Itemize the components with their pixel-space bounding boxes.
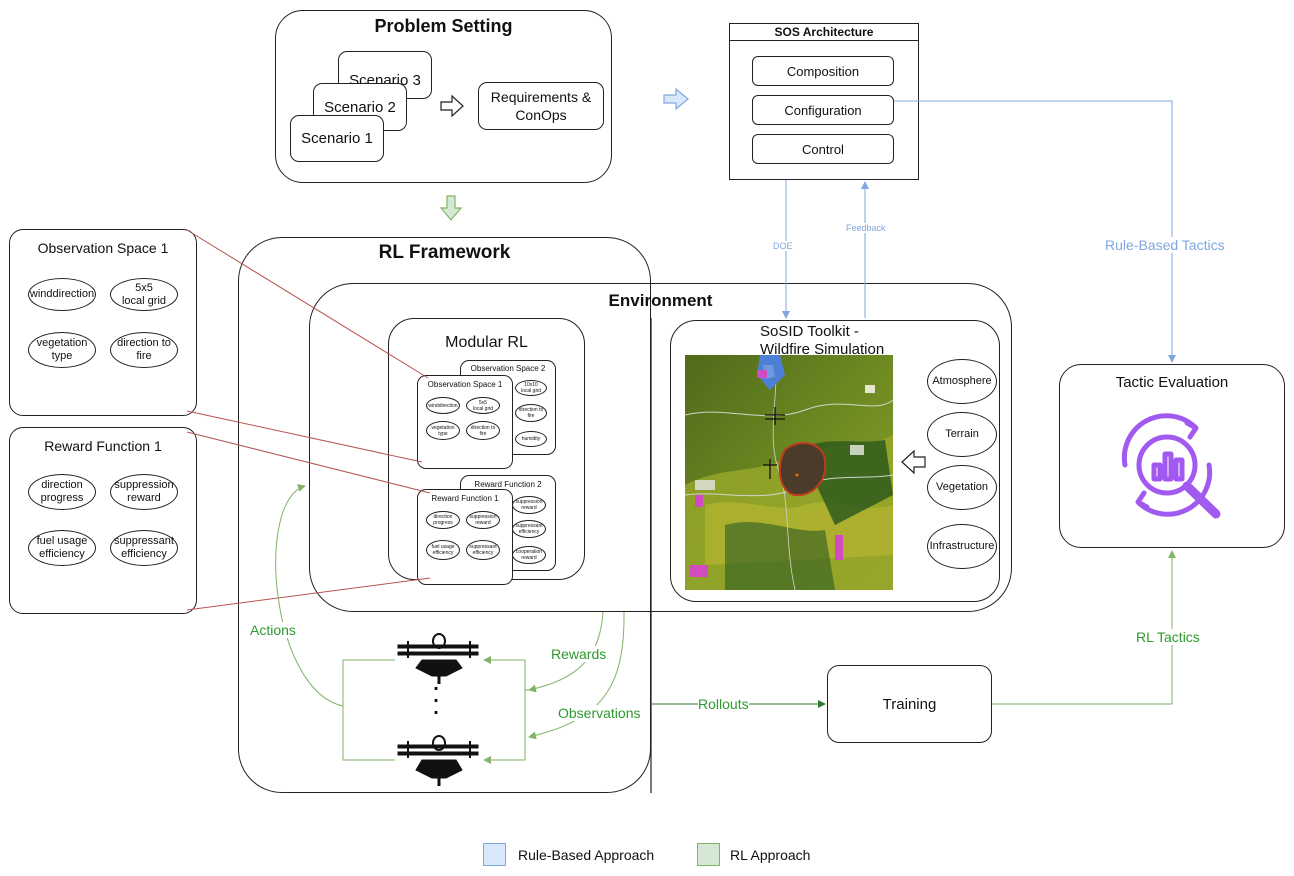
scenario-1-label: Scenario 1 — [301, 130, 373, 147]
obs-winddirection-item: winddirection — [28, 278, 96, 311]
obs1-direction-item: direction to fire — [466, 421, 500, 440]
reward-function-panel — [9, 427, 197, 614]
observation-space-2-title: Observation Space 2 — [470, 364, 546, 373]
wildfire-map — [685, 355, 893, 590]
rew2-suppressant-item: suppressant efficiency — [512, 520, 546, 538]
layer-infrastructure-item: Infrastructure — [927, 524, 997, 569]
reward-suppression-item: suppression reward — [110, 474, 178, 510]
obs-vegetation-type-item: vegetation type — [28, 332, 96, 368]
problem-to-sos-arrow — [663, 87, 689, 111]
drone-ellipsis: . . . — [433, 673, 439, 719]
problem-setting-title: Problem Setting — [374, 16, 513, 36]
reward-function-title: Reward Function 1 — [44, 438, 162, 454]
rew1-direction-item: direction progress — [426, 511, 460, 529]
obs1-local-grid-item: 5x5 local grid — [466, 397, 500, 414]
reward-function-2-title: Reward Function 2 — [474, 480, 542, 489]
obs-direction-to-fire-item: direction to fire — [110, 332, 178, 368]
layer-vegetation-item: Vegetation — [927, 465, 997, 510]
legend-rl-label: RL Approach — [730, 847, 811, 863]
reward-function-1-card — [417, 489, 513, 585]
obs-local-grid-item: 5x5 local grid — [110, 278, 178, 311]
scenario-2-label: Scenario 2 — [324, 98, 396, 116]
requirements-label: Requirements & ConOps — [490, 89, 592, 123]
composition-label: Composition — [786, 63, 860, 79]
rew2-suppression-item: suppression reward — [512, 496, 546, 514]
configuration-card: Configuration — [752, 95, 894, 125]
obs2-humidity-item: humidity — [515, 431, 547, 447]
requirements-card: Requirements & ConOps — [478, 82, 604, 130]
sos-architecture-title: SOS Architecture — [774, 25, 874, 39]
rl-tactics-label: RL Tactics — [1136, 629, 1200, 645]
reward-direction-progress-item: direction progress — [28, 474, 96, 510]
configuration-label: Configuration — [784, 102, 862, 118]
reward-function-1-title: Reward Function 1 — [431, 494, 499, 503]
rl-framework-title: RL Framework — [378, 242, 511, 263]
actions-label: Actions — [250, 622, 296, 638]
observation-space-title: Observation Space 1 — [37, 240, 169, 256]
legend-rule-based-swatch — [483, 843, 506, 866]
problem-to-rl-arrow — [439, 195, 463, 221]
composition-card: Composition — [752, 56, 894, 86]
obs1-vegetation-item: vegetation type — [426, 421, 460, 440]
rew2-cooperation-item: cooperation reward — [512, 546, 546, 564]
tactic-evaluation-title: Tactic Evaluation — [1115, 374, 1229, 391]
environment-title: Environment — [608, 291, 713, 310]
observation-space-1-title: Observation Space 1 — [427, 380, 503, 389]
training-box: Training — [827, 665, 992, 743]
reward-suppressant-efficiency-item: suppressant efficiency — [110, 530, 178, 566]
observation-space-panel — [9, 229, 197, 416]
layer-atmosphere-item: Atmosphere — [927, 359, 997, 404]
rewards-label: Rewards — [551, 646, 607, 662]
layer-terrain-item: Terrain — [927, 412, 997, 457]
sosid-toolkit-title: SoSID Toolkit - Wildfire Simulation — [760, 323, 885, 358]
doe-label: DOE — [773, 241, 793, 251]
rew1-fuel-item: fuel usage efficiency — [426, 540, 460, 560]
observations-label: Observations — [558, 705, 641, 721]
rollouts-label: Rollouts — [698, 696, 749, 712]
legend-rl-swatch — [697, 843, 720, 866]
obs2-direction-item: direction to fire — [515, 404, 547, 422]
reward-fuel-efficiency-item: fuel usage efficiency — [28, 530, 96, 566]
rew1-suppression-item: suppression reward — [466, 511, 500, 529]
magnifier-chart-icon — [1121, 413, 1221, 519]
obs1-winddirection-item: winddirection — [426, 397, 460, 414]
observation-space-1-card — [417, 375, 513, 469]
rule-based-tactics-label: Rule-Based Tactics — [1105, 237, 1225, 253]
scenario-1-card: Scenario 1 — [290, 115, 384, 162]
legend-rule-based-label: Rule-Based Approach — [518, 847, 655, 863]
sos-architecture-header-line — [729, 40, 919, 41]
control-card: Control — [752, 134, 894, 164]
training-label: Training — [882, 695, 937, 713]
feedback-label: Feedback — [846, 223, 886, 233]
control-label: Control — [802, 141, 844, 157]
modular-rl-title: Modular RL — [445, 334, 528, 351]
rew1-suppressant-item: suppressant efficiency — [466, 540, 500, 560]
obs2-local-grid-item: 10x10 local grid — [515, 380, 547, 396]
